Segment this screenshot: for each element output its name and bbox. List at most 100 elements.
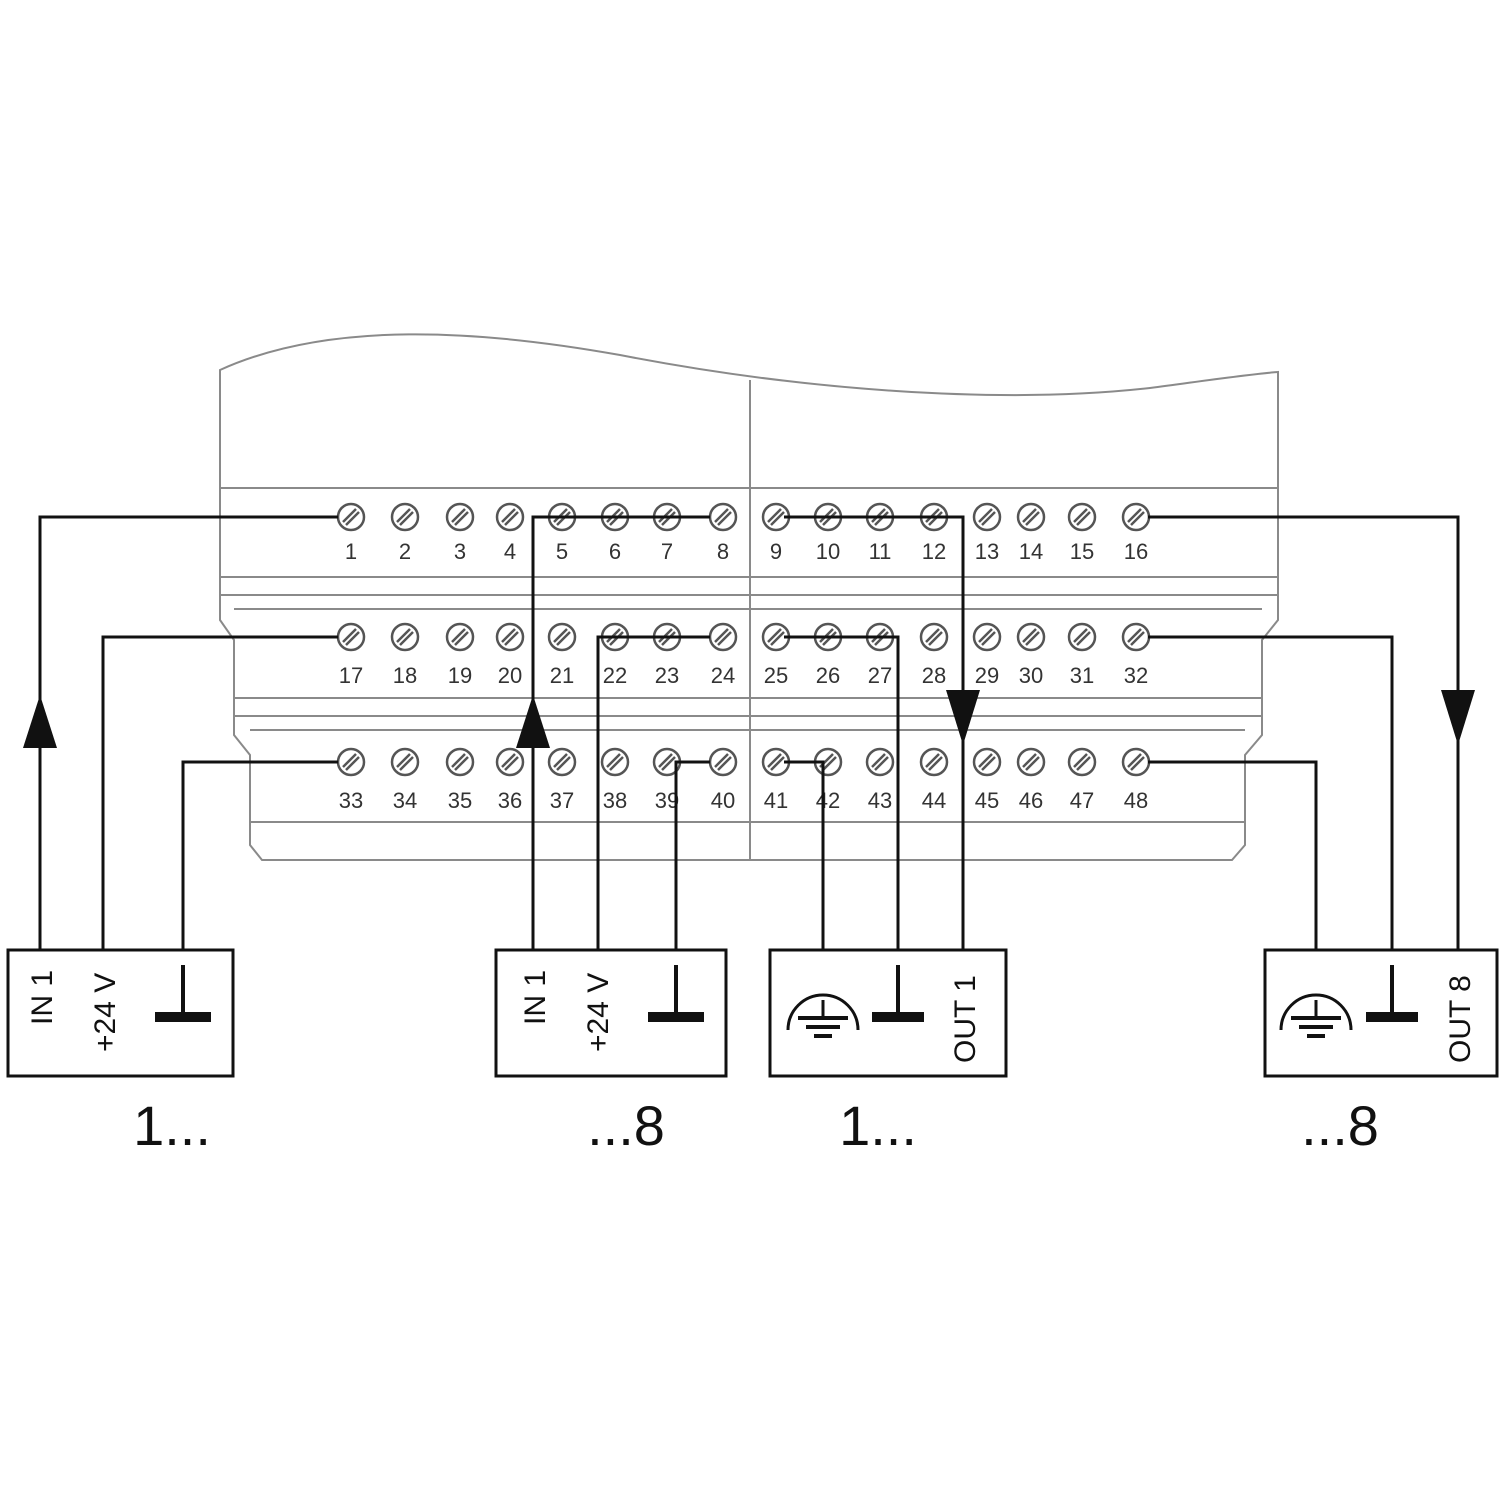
screw-terminal-icon	[708, 502, 738, 532]
wire-terminal-32-ground	[1148, 635, 1394, 950]
terminal-number: 29	[975, 663, 999, 688]
terminal-number: 46	[1019, 788, 1043, 813]
wire-terminal-9-out1	[784, 515, 965, 950]
screw-terminal-icon	[600, 747, 630, 777]
screw-terminal-icon	[1121, 622, 1151, 652]
wire-terminal-17-24v	[101, 635, 338, 950]
screw-terminal-icon	[390, 622, 420, 652]
arrow-up-icon	[23, 695, 57, 748]
terminal-block-housing	[219, 333, 1279, 861]
screw-terminal-icon	[1121, 502, 1151, 532]
wire-terminal-16-out8	[1148, 515, 1460, 950]
screw-terminal-icon	[1067, 622, 1097, 652]
screw-terminal-icon	[972, 622, 1002, 652]
screw-terminal-icon	[495, 502, 525, 532]
terminal-number: 17	[339, 663, 363, 688]
screw-terminal-icon	[390, 502, 420, 532]
ground-symbol-icon	[1366, 965, 1418, 1022]
terminal-number: 23	[655, 663, 679, 688]
terminal-number: 15	[1070, 539, 1094, 564]
screw-terminal-icon	[495, 622, 525, 652]
device-label: +24 V	[582, 973, 615, 1052]
device-label: IN 1	[26, 970, 59, 1025]
ground-symbol-icon	[872, 965, 924, 1022]
terminal-number: 11	[869, 539, 892, 564]
ground-symbol-icon	[155, 965, 211, 1022]
terminal-number: 10	[816, 539, 840, 564]
screw-terminal-icon	[761, 622, 791, 652]
group-caption: ...8	[587, 1094, 665, 1157]
device-input-1: IN 1 +24 V 1...	[6, 948, 235, 1157]
terminal-number: 26	[816, 663, 840, 688]
screw-terminal-icon	[1016, 502, 1046, 532]
terminal-number: 22	[603, 663, 627, 688]
terminal-number: 7	[661, 539, 673, 564]
arrow-down-icon	[946, 690, 980, 745]
device-label: IN 1	[519, 970, 552, 1025]
screw-terminal-icon	[1121, 747, 1151, 777]
screw-terminal-icon	[600, 502, 630, 532]
wire-terminal-33-ground	[181, 760, 338, 950]
screw-terminal-icon	[547, 747, 577, 777]
screw-terminal-icon	[547, 622, 577, 652]
terminal-number: 21	[550, 663, 574, 688]
wire-terminal-8-in1	[531, 515, 710, 950]
terminal-number: 27	[868, 663, 892, 688]
group-caption: 1...	[839, 1094, 917, 1157]
terminal-number: 14	[1019, 539, 1043, 564]
terminal-number: 12	[922, 539, 946, 564]
device-label: +24 V	[89, 973, 122, 1052]
terminal-number: 5	[556, 539, 568, 564]
wire-terminal-1-in1	[38, 515, 338, 950]
device-label: OUT 1	[949, 975, 982, 1063]
terminal-number: 47	[1070, 788, 1094, 813]
terminal-number: 43	[868, 788, 892, 813]
screw-terminal-icon	[708, 622, 738, 652]
terminal-number: 6	[609, 539, 621, 564]
screw-terminal-icon	[761, 502, 791, 532]
screw-terminal-icon	[336, 622, 366, 652]
screw-terminal-icon	[390, 747, 420, 777]
terminal-number: 38	[603, 788, 627, 813]
terminal-number: 32	[1124, 663, 1148, 688]
terminal-number: 48	[1124, 788, 1148, 813]
wire-terminal-25-ground	[784, 635, 900, 950]
terminal-number: 4	[504, 539, 516, 564]
screw-terminal-icon	[972, 747, 1002, 777]
screw-terminal-icon	[652, 747, 682, 777]
terminal-number: 37	[550, 788, 574, 813]
terminal-number: 16	[1124, 539, 1148, 564]
device-output-8: OUT 8 ...8	[1263, 948, 1499, 1157]
screw-terminal-icon	[1016, 622, 1046, 652]
screw-terminal-icon	[336, 747, 366, 777]
terminal-number: 8	[717, 539, 729, 564]
terminal-number: 9	[770, 539, 782, 564]
screw-terminal-icon	[919, 747, 949, 777]
terminal-number: 13	[975, 539, 999, 564]
wires	[38, 515, 1460, 950]
screw-terminal-icon	[1067, 747, 1097, 777]
screw-terminal-icon	[445, 747, 475, 777]
ground-symbol-icon	[648, 965, 704, 1022]
terminal-number: 42	[816, 788, 840, 813]
device-input-8: IN 1 +24 V ...8	[494, 948, 728, 1157]
screw-terminal-icon	[445, 622, 475, 652]
terminal-number: 33	[339, 788, 363, 813]
terminal-number: 34	[393, 788, 417, 813]
arrow-up-icon	[516, 695, 550, 748]
protective-earth-icon	[1279, 993, 1353, 1038]
group-caption: ...8	[1301, 1094, 1379, 1157]
terminal-number: 20	[498, 663, 522, 688]
terminal-number: 2	[399, 539, 411, 564]
terminal-number: 41	[764, 788, 788, 813]
terminal-number: 40	[711, 788, 735, 813]
wire-terminal-24-24v	[596, 635, 710, 950]
terminal-number: 19	[448, 663, 472, 688]
screw-terminal-icon	[919, 622, 949, 652]
terminal-number: 31	[1070, 663, 1094, 688]
wire-terminal-48-pe	[1148, 760, 1318, 950]
screw-terminal-icon	[336, 502, 366, 532]
protective-earth-icon	[786, 993, 860, 1038]
